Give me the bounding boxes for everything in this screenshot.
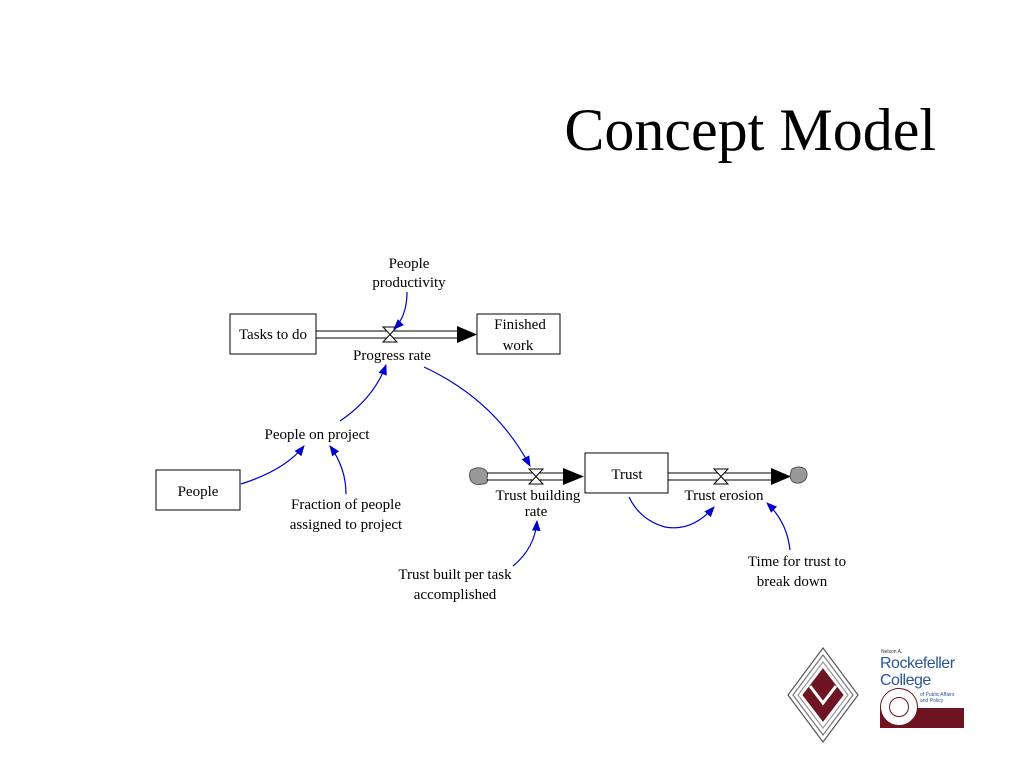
link-people-to-people-on-project (240, 445, 305, 485)
var-people-productivity-2: productivity (372, 275, 446, 291)
var-trust-per-task-2: accomplished (414, 587, 497, 603)
stock-people-label: People (178, 484, 219, 500)
stock-trust-label: Trust (611, 467, 643, 483)
seal-icon (880, 688, 918, 726)
logo-sub-2: and Policy (920, 698, 944, 704)
valve-icon (712, 468, 730, 485)
logo-sub-1: of Public Affairs (920, 692, 955, 698)
cloud-source-icon (469, 467, 489, 486)
stock-finished-work-label-2: work (503, 338, 534, 354)
stock-finished-work-label-1: Finished (494, 317, 546, 333)
link-productivity-to-progress (393, 291, 408, 330)
valve-icon (527, 468, 545, 485)
flow-progress-rate[interactable]: Progress rate (316, 326, 477, 364)
link-progress-to-trust-building (423, 366, 531, 467)
flow-arrowhead (457, 326, 477, 343)
link-trust-per-task-to-trust-building (512, 519, 541, 567)
flow-arrowhead (771, 468, 791, 485)
link-trust-to-trust-erosion (628, 496, 715, 529)
stock-tasks-to-do-label: Tasks to do (239, 327, 307, 343)
stock-tasks-to-do[interactable]: Tasks to do (229, 313, 317, 355)
flow-trust-building-rate[interactable]: Trust building rate (469, 467, 585, 520)
var-time-for-trust-2: break down (757, 574, 828, 590)
flow-trust-erosion-label: Trust erosion (684, 488, 764, 504)
link-time-for-trust-to-erosion (766, 502, 791, 551)
logo-line-2: College (880, 672, 931, 689)
flow-arrowhead (563, 468, 584, 485)
logo-line-1: Rockefeller (880, 655, 955, 672)
logo-small-text: Nelson A. (881, 649, 903, 655)
var-people-productivity-1: People (389, 256, 430, 272)
slide-title: Concept Model (564, 97, 936, 163)
flow-trust-building-label-2: rate (525, 504, 548, 520)
rockefeller-college-logo: Nelson A. Rockefeller College of Public … (878, 646, 964, 730)
var-fraction-people-2: assigned to project (290, 517, 403, 533)
stock-trust[interactable]: Trust (584, 452, 669, 494)
flow-trust-erosion[interactable]: Trust erosion (668, 466, 808, 504)
var-people-on-project: People on project (265, 427, 371, 443)
diamond-logo-icon (787, 646, 859, 744)
flow-trust-building-label-1: Trust building (496, 488, 581, 504)
var-fraction-people-1: Fraction of people (291, 497, 401, 513)
valve-icon (381, 326, 399, 343)
link-people-on-project-to-progress (339, 363, 387, 422)
cloud-sink-icon (789, 466, 808, 484)
var-trust-per-task-1: Trust built per task (398, 567, 512, 583)
stock-people[interactable]: People (155, 469, 241, 511)
stock-finished-work[interactable]: Finished work (476, 313, 561, 355)
var-time-for-trust-1: Time for trust to (748, 554, 846, 570)
link-fraction-to-people-on-project (329, 445, 347, 495)
flow-progress-rate-label: Progress rate (353, 348, 431, 364)
